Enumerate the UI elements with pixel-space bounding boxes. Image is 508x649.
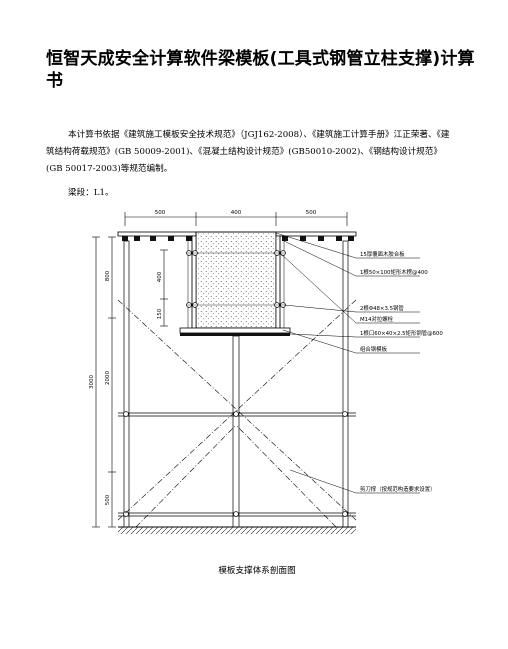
- ground-hatch: [118, 527, 356, 534]
- left-dimension-lines: [92, 236, 168, 528]
- beam-concrete: [195, 231, 277, 329]
- annotation-scissor-brace: 剪刀撑（按规范构造要求设置）: [360, 485, 435, 493]
- left-dim-inner-lower: 150: [157, 308, 163, 319]
- top-dimension-line: [124, 212, 348, 226]
- left-dim-upper: 800: [105, 270, 111, 281]
- formwork-section-drawing: 500 400 500 3000 800 2000 500 400 150: [89, 210, 443, 534]
- beam-side-stud-left: [187, 235, 193, 331]
- ledger-couplers: [123, 411, 348, 517]
- beam-side-form-right: [275, 235, 281, 331]
- left-dim-total: 3000: [89, 375, 95, 389]
- annotation-wood-joist: 1根50×100矩形木楞@400: [360, 268, 428, 276]
- annotation-rect-tube: 1根口60×40×2.5矩形钢管@600: [360, 329, 443, 337]
- beam-side-form-left: [191, 235, 197, 331]
- top-dim-left: 500: [155, 210, 166, 216]
- beam-bottom-steel-tube: [180, 333, 290, 336]
- beam-side-stud-right: [279, 235, 285, 331]
- intro-paragraph: 本计算书依据《建筑施工模板安全技术规范》（JGJ162-2008）、《建筑施工计…: [46, 130, 450, 174]
- page-title: 恒智天成安全计算软件梁模板(工具式钢管立柱支撑)计算书: [46, 49, 475, 91]
- left-dim-lower: 500: [105, 494, 111, 505]
- annotation-steel-form: 组合钢模板: [360, 345, 388, 353]
- beam-label: 梁段：L1。: [68, 188, 114, 198]
- scissor-bracing: [117, 299, 357, 528]
- annotation-tie-bolt: M14对拉螺栓: [360, 315, 394, 323]
- annotation-plywood: 15厚覆面木胶合板: [360, 250, 405, 258]
- left-dim-inner-upper: 400: [157, 271, 163, 282]
- figure-caption: 模板支撑体系剖面图: [218, 566, 296, 576]
- annotation-steel-tube: 2根Φ48×3.5钢管: [360, 304, 404, 312]
- left-dim-middle: 2000: [105, 371, 111, 385]
- slab-joists: [122, 236, 354, 241]
- annotation-leaders: [275, 232, 420, 494]
- beam-bottom-form: [179, 327, 291, 334]
- top-dim-middle: 400: [231, 210, 242, 216]
- top-dim-right: 500: [306, 210, 317, 216]
